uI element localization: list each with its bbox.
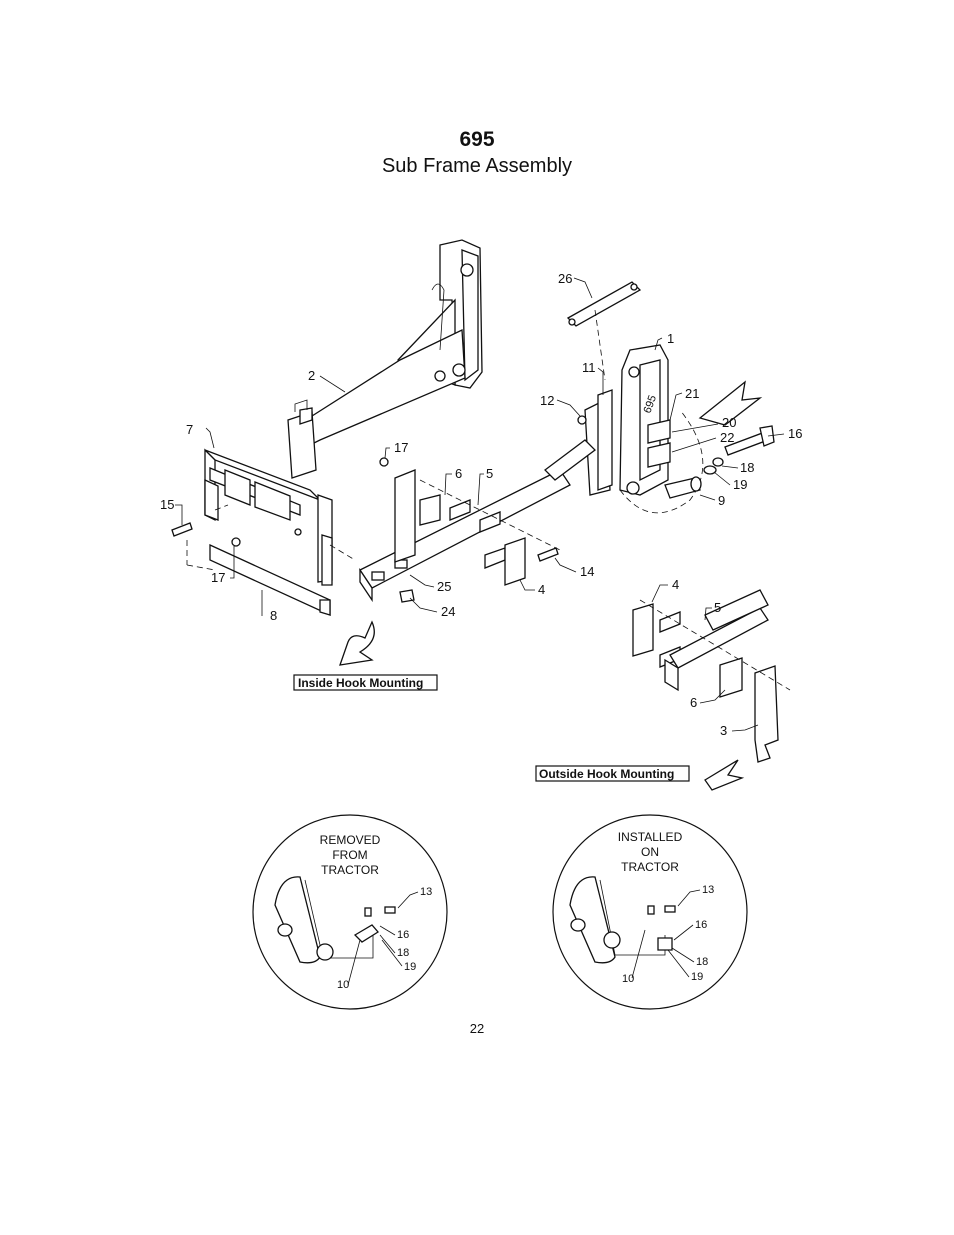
callout-14: 14: [580, 564, 594, 579]
callout-9: 9: [718, 493, 725, 508]
inset-installed-callout-18: 18: [696, 956, 708, 968]
inset-removed-callout-10: 10: [337, 979, 349, 991]
inside-mount-label: Inside Hook Mounting: [293, 674, 438, 691]
bolt-washer-nut-pin: [664, 425, 775, 499]
callout-22: 22: [720, 430, 734, 445]
inset-installed-callout-13: 13: [702, 884, 714, 896]
callout-8: 8: [270, 608, 277, 623]
callout-20: 20: [722, 415, 736, 430]
svg-text:TRACTOR: TRACTOR: [621, 860, 679, 874]
callout-17a: 17: [394, 440, 408, 455]
page-number: 22: [469, 1021, 485, 1036]
inset-installed-callout-19: 19: [691, 971, 703, 983]
callout-12: 12: [540, 393, 554, 408]
svg-text:Inside Hook Mounting: Inside Hook Mounting: [298, 676, 423, 690]
outside-mount-label: Outside Hook Mounting: [535, 765, 690, 782]
callout-18: 18: [740, 460, 754, 475]
svg-text:INSTALLED: INSTALLED: [618, 830, 683, 844]
callout-24: 24: [441, 604, 455, 619]
inset-removed-callout-13: 13: [420, 886, 432, 898]
callout-25: 25: [437, 579, 451, 594]
inset-installed-on-tractor: INSTALLED ON TRACTOR 13 16 18 19 10: [552, 814, 748, 1010]
callout-11: 11: [582, 360, 596, 375]
callout-3: 3: [720, 723, 727, 738]
callout-5a: 5: [486, 466, 493, 481]
inset-removed-callout-18: 18: [397, 947, 409, 959]
callout-26: 26: [558, 271, 572, 286]
plate-6-inside: [394, 469, 441, 563]
callout-labels: 1 2 3 4 4 5 5 6 6 7 8 9 11 12 14 15 16 1…: [160, 271, 802, 738]
inset-removed-from-tractor: REMOVED FROM TRACTOR 13 16 18 19 10: [252, 814, 448, 1010]
callout-21: 21: [685, 386, 699, 401]
leader-lines: [175, 277, 785, 732]
callout-15: 15: [160, 497, 174, 512]
inset-removed-callout-19: 19: [404, 961, 416, 973]
svg-text:ON: ON: [641, 845, 659, 859]
arrow-inside: [339, 620, 375, 666]
model-number: 695: [459, 128, 495, 151]
callout-7: 7: [186, 422, 193, 437]
arrow-bracket: [698, 380, 763, 426]
plates-4-5-inside: [449, 499, 526, 586]
sub-frame-rail: [287, 239, 483, 479]
detail-circle: [619, 409, 704, 514]
cross-frame: [204, 448, 333, 586]
callout-2: 2: [308, 368, 315, 383]
inset-installed-callout-10: 10: [622, 973, 634, 985]
callout-1: 1: [667, 331, 674, 346]
inset-installed-callout-16: 16: [695, 919, 707, 931]
callout-4a: 4: [538, 582, 545, 597]
callout-5b: 5: [714, 600, 721, 615]
stamp-text: 695: [642, 394, 660, 415]
inset-removed-callout-16: 16: [397, 929, 409, 941]
link-bar: [566, 281, 642, 327]
outside-mount-parts: [632, 589, 791, 763]
horizontal-rail: [359, 469, 571, 603]
page-title: Sub Frame Assembly: [381, 155, 573, 177]
callout-6b: 6: [690, 695, 697, 710]
assembly-lines: [186, 479, 561, 571]
callout-19: 19: [733, 477, 747, 492]
decals: [647, 419, 671, 468]
svg-text:FROM: FROM: [332, 848, 367, 862]
svg-text:REMOVED: REMOVED: [320, 833, 381, 847]
callout-17b: 17: [211, 570, 225, 585]
callout-4b: 4: [672, 577, 679, 592]
cross-tube: [209, 543, 331, 617]
svg-text:TRACTOR: TRACTOR: [321, 863, 379, 877]
arrow-outside: [704, 759, 745, 791]
callout-16: 16: [788, 426, 802, 441]
svg-text:Outside Hook Mounting: Outside Hook Mounting: [539, 767, 674, 781]
callout-6a: 6: [455, 466, 462, 481]
hook-bracket: [544, 344, 669, 496]
